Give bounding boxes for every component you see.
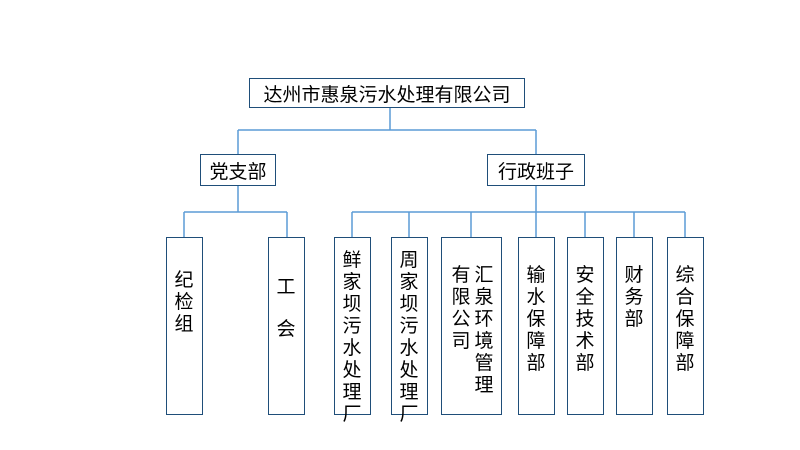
general-dept-box: 综合保障部 (667, 237, 704, 415)
water-dept-box: 输水保障部 (518, 237, 555, 415)
huiquan-company-name-right: 汇泉环境管理 (474, 264, 494, 396)
finance-dept-label: 财务部 (624, 264, 644, 330)
company-box: 达州市惠泉污水处理有限公司 (249, 78, 525, 108)
union-box: 工 会 (268, 237, 305, 415)
zhoujiaba-plant-box: 周家坝污水处理厂 (391, 237, 428, 425)
zhoujiaba-plant-label: 周家坝污水处理厂 (399, 249, 419, 425)
general-dept-label: 综合保障部 (675, 264, 695, 374)
company-name: 达州市惠泉污水处理有限公司 (263, 83, 511, 106)
water-dept-label: 输水保障部 (526, 264, 546, 374)
finance-dept-box: 财务部 (616, 237, 653, 415)
safety-dept-label: 安全技术部 (575, 264, 595, 374)
safety-dept-box: 安全技术部 (567, 237, 604, 415)
xianjiaba-plant-box: 鲜家坝污水处理厂 (334, 237, 371, 425)
huiquan-company-name-left: 有限公司 (451, 264, 471, 352)
admin-team-box: 行政班子 (487, 154, 585, 186)
union-label: 工 会 (276, 276, 296, 340)
xianjiaba-plant-label: 鲜家坝污水处理厂 (342, 249, 362, 425)
huiquan-company-box: 汇泉环境管理 有限公司 (441, 237, 502, 415)
discipline-label: 纪检组 (174, 269, 194, 335)
party-branch-label: 党支部 (209, 160, 267, 183)
admin-team-label: 行政班子 (497, 160, 574, 183)
party-branch-box: 党支部 (200, 154, 276, 186)
discipline-box: 纪检组 (166, 237, 203, 415)
